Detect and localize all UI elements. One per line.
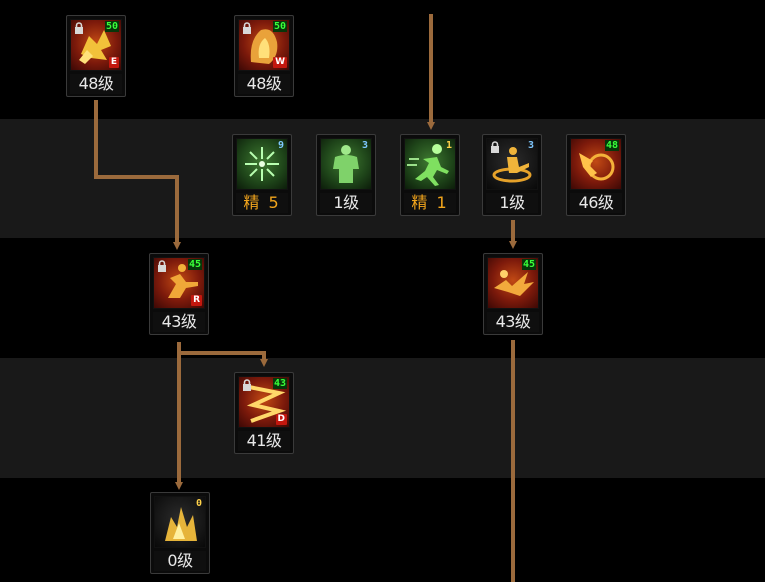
hotkey-badge: E xyxy=(108,57,119,68)
required-level-badge: 1 xyxy=(445,140,452,151)
lock-icon xyxy=(242,379,252,391)
required-level-badge: 0 xyxy=(195,498,202,509)
whirl-kick-icon xyxy=(579,153,615,181)
flying-kick-icon xyxy=(168,264,198,298)
hotkey-badge: W xyxy=(273,57,287,68)
ground-burst-icon xyxy=(165,507,197,541)
flame-fist-icon xyxy=(250,29,278,64)
tier-row-4 xyxy=(0,358,765,478)
required-level-badge: 45 xyxy=(521,259,536,270)
required-level-badge: 3 xyxy=(527,140,534,151)
lock-icon xyxy=(74,22,84,34)
spark-burst-icon xyxy=(245,147,279,181)
required-level-badge: 3 xyxy=(361,140,368,151)
link-s1-to-s8 xyxy=(94,100,181,250)
required-level-badge: 43 xyxy=(272,378,287,389)
required-level-badge: 50 xyxy=(272,21,287,32)
skill-slot-9[interactable]: 45 43级 xyxy=(483,253,543,335)
required-level-badge: 50 xyxy=(104,21,119,32)
skill-slot-5[interactable]: 1 精 1 xyxy=(400,134,460,216)
link-s8-to-s10 xyxy=(179,351,268,367)
skill-slot-4[interactable]: 3 1级 xyxy=(316,134,376,216)
rock-smash-icon xyxy=(79,30,111,64)
required-level-badge: 45 xyxy=(187,259,202,270)
tier-row-3 xyxy=(0,238,765,358)
hotkey-badge: R xyxy=(191,295,202,306)
skill-slot-11[interactable]: 0 0级 xyxy=(150,492,210,574)
muscle-body-icon xyxy=(333,145,359,183)
lock-icon xyxy=(157,260,167,272)
required-level-badge: 48 xyxy=(604,140,619,151)
tier-row-5 xyxy=(0,478,765,582)
spin-kick-icon xyxy=(492,147,532,183)
tier-row-1 xyxy=(0,0,765,119)
skill-slot-3[interactable]: 9 精 5 xyxy=(232,134,292,216)
hotkey-badge: D xyxy=(275,414,287,425)
dash-strike-icon xyxy=(494,270,534,296)
required-level-badge: 9 xyxy=(277,140,284,151)
zigzag-lightning-icon xyxy=(246,385,287,423)
skill-slot-7[interactable]: 48 46级 xyxy=(566,134,626,216)
lock-icon xyxy=(242,22,252,34)
sprint-icon xyxy=(407,144,449,186)
lock-icon xyxy=(490,141,500,153)
skill-slot-6[interactable]: 3 1级 xyxy=(482,134,542,216)
